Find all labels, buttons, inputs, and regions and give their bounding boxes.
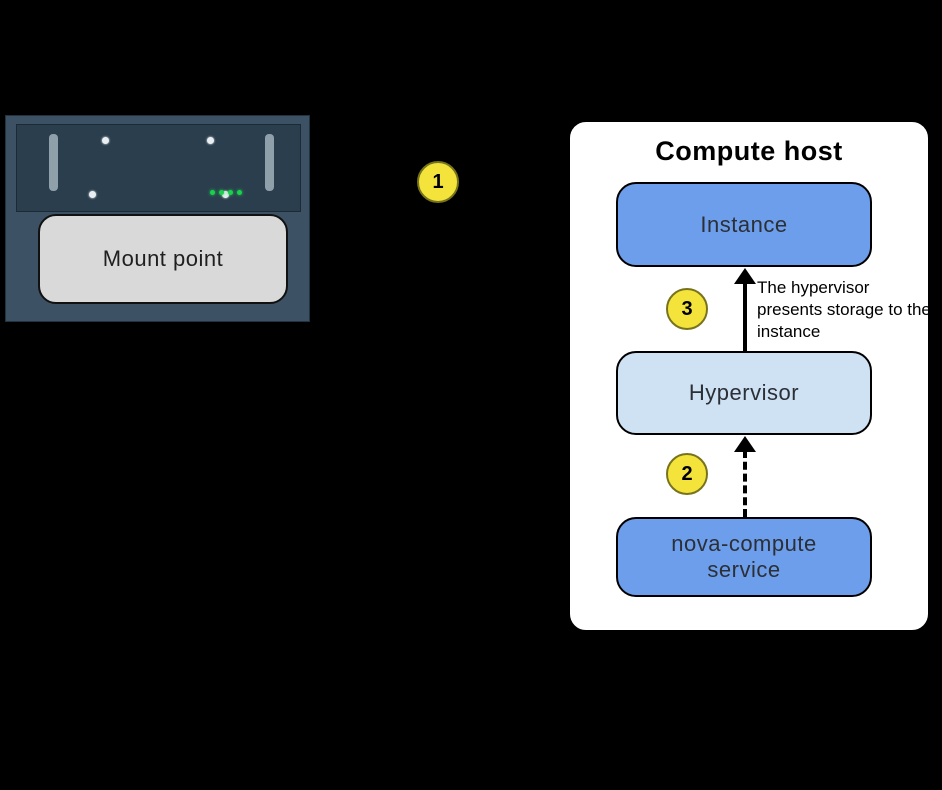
mount-point-label: Mount point [102, 246, 224, 271]
step-3-label: 3 [681, 297, 693, 320]
step-marker-2: 2 [666, 453, 708, 495]
led-indicators [210, 190, 242, 195]
arrow-up-solid-head-icon [734, 268, 756, 284]
mount-point-box: Mount point [38, 214, 288, 304]
led-icon [228, 190, 233, 195]
led-icon [219, 190, 224, 195]
storage-device: Mount point [5, 115, 310, 322]
led-icon [210, 190, 215, 195]
compute-host-title: Compute host [655, 136, 843, 166]
led-icon [237, 190, 242, 195]
instance-node: Instance [616, 182, 872, 267]
hypervisor-label: Hypervisor [688, 380, 800, 405]
instance-label: Instance [700, 211, 788, 237]
rack-handle-left-icon [49, 134, 58, 191]
storage-front-panel [16, 124, 301, 212]
hypervisor-annotation: The hypervisor presents storage to the i… [757, 278, 931, 342]
step-2-label: 2 [681, 462, 693, 485]
nova-compute-label: nova-compute service [671, 531, 817, 582]
step-marker-3: 3 [666, 288, 708, 330]
hypervisor-to-instance-arrow [743, 282, 747, 351]
screw-icon [89, 191, 96, 198]
rack-handle-right-icon [265, 134, 274, 191]
arrow-up-dashed-head-icon [734, 436, 756, 452]
screw-icon [222, 191, 229, 198]
compute-host-panel: Compute host Instance 3 The hypervisor p… [568, 120, 931, 632]
nova-compute-node: nova-compute service [616, 517, 872, 597]
screw-icon [207, 137, 214, 144]
screw-icon [102, 137, 109, 144]
step-1-label: 1 [432, 170, 444, 193]
hypervisor-node: Hypervisor [616, 351, 872, 435]
step-marker-1: 1 [417, 161, 459, 203]
nova-to-hypervisor-arrow [743, 450, 747, 517]
